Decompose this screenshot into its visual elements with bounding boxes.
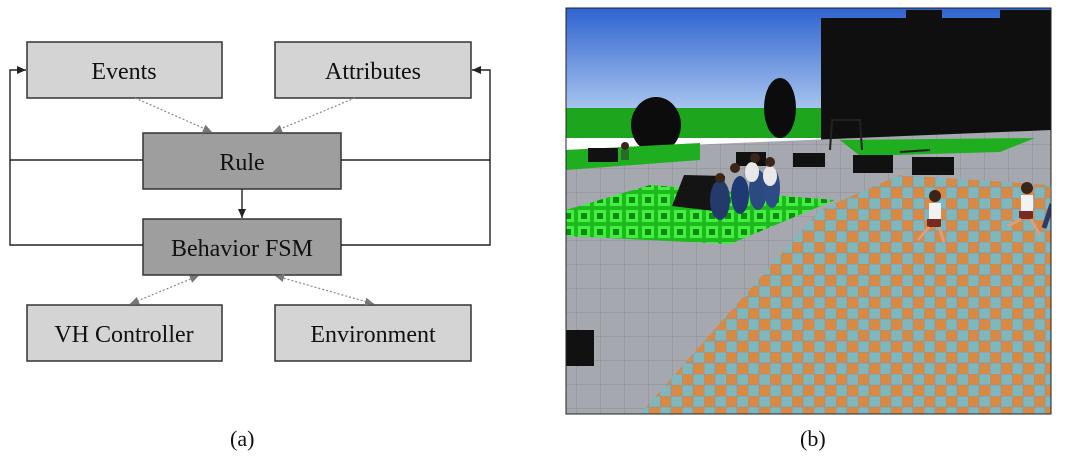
building <box>821 10 1051 146</box>
attributes-label: Attributes <box>325 59 421 85</box>
grass-bed <box>840 138 1035 156</box>
events-to-rule-arrow <box>134 97 213 133</box>
caption-a: (a) <box>230 426 255 451</box>
events-node: Events <box>26 41 223 99</box>
bench <box>853 155 893 173</box>
architecture-diagram: Events Attributes Rule Behavior FSM VH C… <box>9 41 491 362</box>
rule-to-attributes-feedback <box>341 66 491 161</box>
crowd-simulation-render <box>566 8 1051 414</box>
fsm-environment-arrow <box>275 274 375 306</box>
behavior-fsm-label: Behavior FSM <box>171 236 313 262</box>
attributes-to-rule-arrow <box>272 97 356 133</box>
environment-label: Environment <box>310 322 436 348</box>
pedestrian <box>916 190 946 243</box>
fsm-to-attributes-feedback <box>341 160 491 246</box>
pedestrian <box>1007 182 1042 237</box>
render-frame <box>565 7 1052 415</box>
fsm-to-events-feedback <box>9 160 143 246</box>
vh-controller-node: VH Controller <box>26 304 223 362</box>
tree <box>764 78 796 138</box>
bench <box>793 153 825 167</box>
bench <box>912 157 954 175</box>
rule-label: Rule <box>219 150 264 176</box>
attributes-node: Attributes <box>274 41 472 99</box>
tree <box>631 97 681 153</box>
environment-node: Environment <box>274 304 472 362</box>
bench <box>566 330 594 366</box>
bench <box>588 148 618 162</box>
tiled-walkway <box>640 175 1051 414</box>
caption-b: (b) <box>800 426 826 451</box>
rule-node: Rule <box>142 132 342 190</box>
crowd <box>621 142 780 220</box>
rule-to-events-feedback <box>9 66 143 161</box>
behavior-fsm-node: Behavior FSM <box>142 218 342 276</box>
playground-structure <box>829 119 931 153</box>
fsm-vh-controller-arrow <box>129 275 199 305</box>
events-label: Events <box>91 59 156 85</box>
vh-controller-label: VH Controller <box>54 322 193 348</box>
